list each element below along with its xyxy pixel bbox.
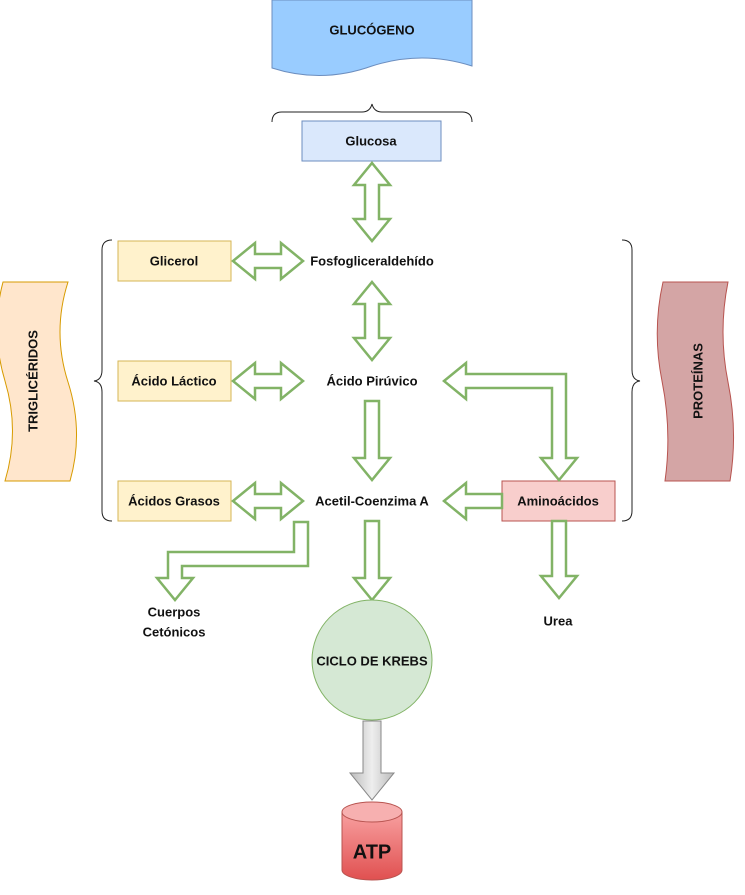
glicerol-box <box>117 240 232 282</box>
glucogeno-shape <box>271 0 473 77</box>
glicerol-label: Glicerol <box>149 253 199 269</box>
arrow-acetil-krebs <box>351 519 393 602</box>
cuerpos-label-line2: Cetónicos <box>142 624 206 640</box>
arrow-piruvico-acetil <box>351 399 393 482</box>
trigliceridos-shape <box>0 281 78 482</box>
arrow-glucosa-fosfo <box>351 161 393 243</box>
glucosa-label: Glucosa <box>345 133 397 149</box>
krebs-circle <box>311 599 433 721</box>
trigliceridos-label: TRIGLICÉRIDOS <box>25 330 41 432</box>
atp-cylinder <box>341 801 403 881</box>
arrow-acetil-cuerpos <box>154 520 310 602</box>
atp-label: ATP <box>352 841 392 864</box>
arrow-aminoacidos-piruvico <box>442 360 580 482</box>
arrow-lactico-piruvico <box>231 360 305 402</box>
arrow-glicerol-fosfo <box>231 240 305 282</box>
arrow-grasos-acetil <box>231 480 305 522</box>
acidos-grasos-box <box>117 480 232 522</box>
glucogeno-label: GLUCÓGENO <box>329 22 415 38</box>
arrow-fosfo-piruvico <box>351 280 393 362</box>
fosfogliceraldehido-label: Fosfogliceraldehído <box>310 253 434 269</box>
right-brace <box>621 239 641 522</box>
left-brace <box>93 239 113 522</box>
glucosa-brace <box>271 103 473 123</box>
acido-piruvico-label: Ácido Pirúvico <box>326 373 418 389</box>
arrow-krebs-atp <box>348 720 396 801</box>
urea-label: Urea <box>543 613 573 629</box>
krebs-label: CICLO DE KREBS <box>316 653 428 669</box>
glucosa-box <box>301 120 442 162</box>
proteinas-shape <box>656 281 735 482</box>
acidos-grasos-label: Ácidos Grasos <box>128 493 220 509</box>
acido-lactico-label: Ácido Láctico <box>131 373 217 389</box>
proteinas-label: PROTEÍNAS <box>690 343 706 419</box>
aminoacidos-label: Aminoácidos <box>517 493 599 509</box>
acetil-coenzima-label: Acetil-Coenzima A <box>315 493 429 509</box>
arrow-aminoacidos-urea <box>538 519 580 600</box>
acido-lactico-box <box>117 360 232 402</box>
cuerpos-label-line1: Cuerpos <box>147 604 201 620</box>
arrow-aminoacidos-acetil <box>442 480 504 522</box>
aminoacidos-box <box>501 480 616 522</box>
